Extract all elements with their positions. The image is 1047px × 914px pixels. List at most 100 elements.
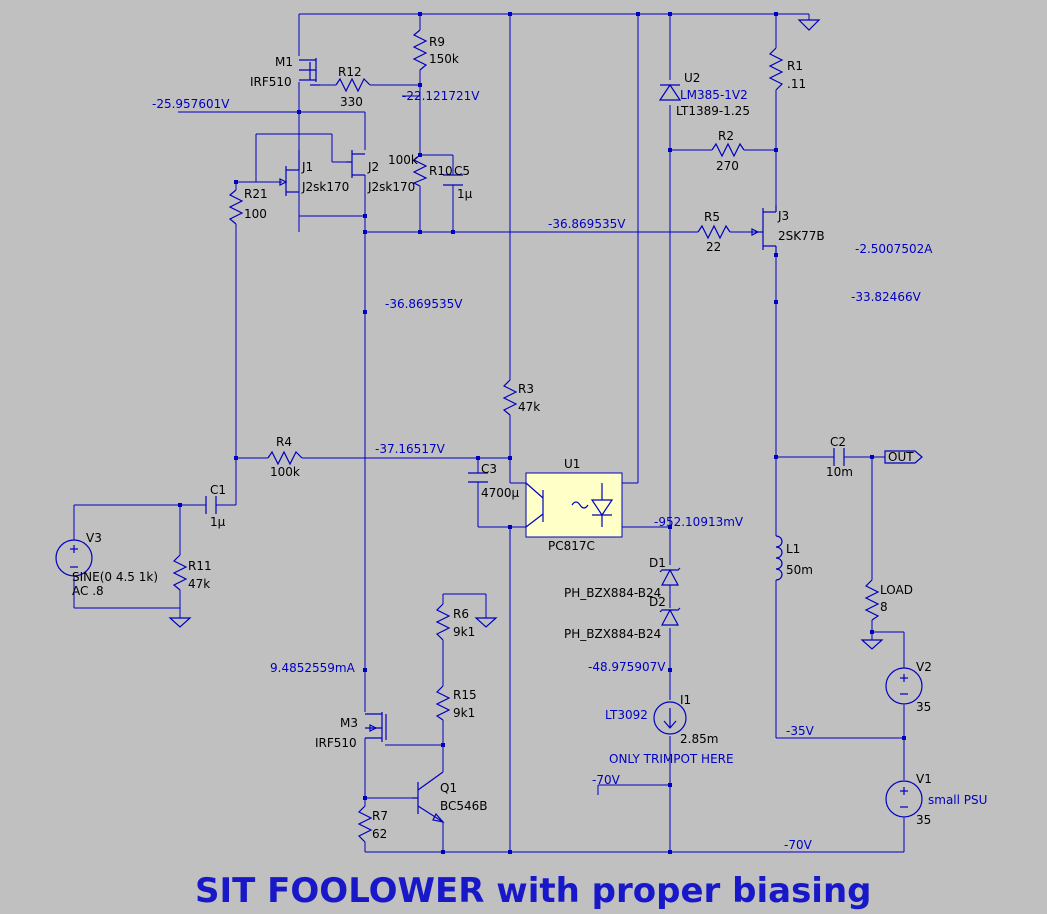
l1-inductor-symbol: [775, 535, 783, 581]
v2-ref-label: V2: [916, 660, 932, 674]
net-label-j3-source: -33.82466V: [851, 290, 922, 304]
c5-ref-label: C5: [454, 164, 470, 178]
u1-value-label: PC817C: [548, 539, 595, 553]
r9-ref-label: R9: [429, 35, 445, 49]
c3-capacitor-symbol: [468, 472, 488, 483]
r2-value-label: 270: [716, 159, 739, 173]
net-label-minus35: -35V: [786, 724, 815, 738]
i1-ref-label: I1: [680, 693, 691, 707]
i1-value2-label: 2.85m: [680, 732, 718, 746]
m3-mosfet-symbol: [365, 712, 387, 742]
r15-resistor-symbol: [435, 685, 451, 721]
r7-ref-label: R7: [372, 809, 388, 823]
c2-ref-label: C2: [830, 435, 846, 449]
c5-capacitor-symbol: [443, 174, 463, 186]
r12-resistor-symbol: [335, 77, 371, 93]
v1-ref-label: V1: [916, 772, 932, 786]
net-label-zener: -48.975907V: [588, 660, 666, 674]
r3-resistor-symbol: [502, 379, 518, 416]
r9-resistor-symbol: [412, 29, 428, 71]
net-label-minus70-b: -70V: [784, 838, 813, 852]
r21-ref-label: R21: [244, 187, 268, 201]
junction-dots: [178, 12, 906, 854]
v2-source-symbol: [885, 667, 923, 705]
r7-resistor-symbol: [357, 805, 373, 843]
u2-reference-diode-symbol: [658, 83, 682, 101]
r11-ref-label: R11: [188, 559, 212, 573]
wires: [73, 13, 905, 853]
r21-resistor-symbol: [228, 189, 244, 225]
l1-value-label: 50m: [786, 563, 813, 577]
i1-note-label: ONLY TRIMPOT HERE: [609, 752, 734, 766]
j1-value-label: J2sk170: [301, 180, 349, 194]
net-label-opto: -952.10913mV: [654, 515, 744, 529]
c2-capacitor-symbol: [833, 448, 845, 466]
r4-value-label: 100k: [270, 465, 300, 479]
u1-ref-label: U1: [564, 457, 580, 471]
d2-ref-label: D2: [649, 595, 666, 609]
d2-value-label: PH_BZX884-B24: [564, 627, 661, 641]
r2-resistor-symbol: [711, 142, 745, 158]
c1-value-label: 1µ: [210, 515, 226, 529]
load-ref-label: LOAD: [880, 583, 913, 597]
r10-value-label: 100k: [388, 153, 418, 167]
r15-value-label: 9k1: [453, 706, 475, 720]
q1-ref-label: Q1: [440, 781, 457, 795]
r10-resistor-symbol: [412, 154, 428, 187]
r10-ref-label: R10: [429, 164, 453, 178]
r12-value-label: 330: [340, 95, 363, 109]
c1-ref-label: C1: [210, 483, 226, 497]
u2-value2-label: LT1389-1.25: [676, 104, 750, 118]
r11-value-label: 47k: [188, 577, 210, 591]
m3-value-label: IRF510: [315, 736, 357, 750]
ground-symbol-input: [168, 617, 192, 628]
d1-value-label: PH_BZX884-B24: [564, 586, 661, 600]
q1-value-label: BC546B: [440, 799, 488, 813]
out-label: OUT: [888, 450, 914, 464]
r1-value-label: .11: [787, 77, 806, 91]
r5-value-label: 22: [706, 240, 721, 254]
v1-value-label: 35: [916, 813, 931, 827]
net-label-j3-current: -2.5007502A: [855, 242, 933, 256]
r2-ref-label: R2: [718, 129, 734, 143]
c2-value-label: 10m: [826, 465, 853, 479]
v3-ref-label: V3: [86, 531, 102, 545]
r9-value-label: 150k: [429, 52, 459, 66]
r6-value-label: 9k1: [453, 625, 475, 639]
m1-ref-label: M1: [275, 55, 293, 69]
v1-note-label: small PSU: [928, 793, 987, 807]
v3-value-label: SINE(0 4.5 1k): [72, 570, 158, 584]
r15-ref-label: R15: [453, 688, 477, 702]
r4-resistor-symbol: [267, 450, 303, 466]
r1-ref-label: R1: [787, 59, 803, 73]
net-label-r9: -22.121721V: [402, 89, 480, 103]
c5-value-label: 1µ: [457, 187, 473, 201]
ground-symbol-r6: [474, 617, 498, 628]
ground-symbol-top: [797, 19, 821, 31]
j3-ref-label: J3: [777, 209, 789, 223]
c3-value-label: 4700µ: [481, 486, 520, 500]
j2-ref-label: J2: [367, 160, 379, 174]
d2-zener-symbol: [659, 607, 681, 626]
r6-ref-label: R6: [453, 607, 469, 621]
v3-source-symbol: [55, 539, 93, 577]
net-label-m1-source: -25.957601V: [152, 97, 230, 111]
load-value-label: 8: [880, 600, 888, 614]
r12-ref-label: R12: [338, 65, 362, 79]
q1-bjt-symbol: [412, 771, 445, 823]
r4-ref-label: R4: [276, 435, 292, 449]
net-label-r4: -37.16517V: [375, 442, 446, 456]
schematic-title: SIT FOOLOWER with proper biasing: [195, 871, 872, 911]
load-resistor-symbol: [864, 579, 880, 621]
v3-value2-label: AC .8: [72, 584, 104, 598]
j1-ref-label: J1: [301, 160, 313, 174]
u2-value-label: LM385-1V2: [680, 88, 748, 102]
r5-resistor-symbol: [697, 224, 731, 240]
u2-ref-label: U2: [684, 71, 700, 85]
ground-symbol-load: [860, 639, 884, 650]
j3-value-label: 2SK77B: [778, 229, 825, 243]
net-label-bias-2: -36.869535V: [385, 297, 463, 311]
d1-zener-symbol: [659, 567, 681, 586]
r21-value-label: 100: [244, 207, 267, 221]
l1-ref-label: L1: [786, 542, 800, 556]
